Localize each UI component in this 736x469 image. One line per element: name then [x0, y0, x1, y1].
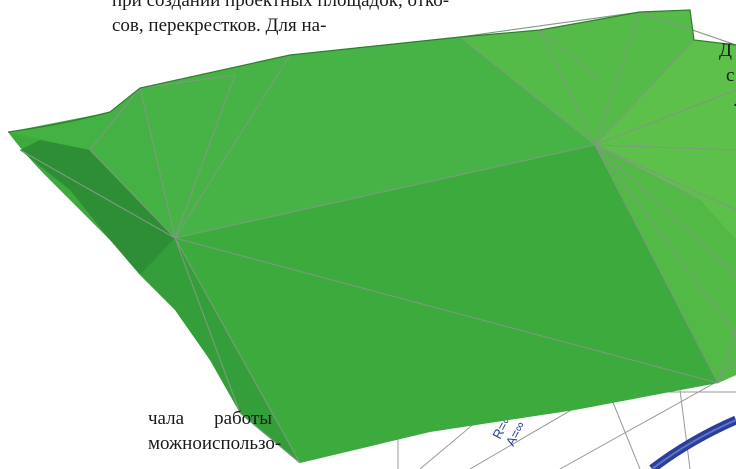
surface-face-right-lower — [595, 145, 736, 383]
word: чала — [148, 408, 185, 429]
body-text-bottom-left: чала работы можно использо- — [148, 406, 281, 456]
tin-edge — [89, 149, 176, 239]
tin-edge — [174, 54, 291, 239]
road-highlight — [651, 419, 736, 469]
surface-face-right-top — [460, 10, 694, 145]
triangulation-edges — [19, 11, 736, 464]
word: использо- — [201, 433, 282, 454]
text-line: . — [733, 88, 736, 113]
word: работы — [214, 408, 272, 429]
text-line: с — [726, 65, 735, 86]
tin-edge — [174, 237, 301, 464]
surface-face-left-dark — [20, 140, 175, 275]
tin-edge — [717, 329, 736, 384]
body-text-top-right: Д с . — [719, 38, 736, 113]
tin-edge — [139, 87, 176, 239]
tin-edge — [459, 36, 596, 146]
drawing-line — [559, 379, 721, 469]
tin-edge — [594, 144, 736, 336]
text-line: можно использо- — [148, 431, 281, 456]
tin-edge — [594, 144, 736, 151]
tin-edge — [594, 144, 736, 276]
tin-edge — [594, 144, 719, 384]
word: можно — [148, 433, 202, 454]
text-line: при создании проектных площадок, отко- — [112, 0, 450, 11]
tin-edge — [459, 11, 641, 38]
tin-edge — [139, 74, 236, 89]
tin-edge — [89, 87, 141, 151]
tin-edge — [639, 11, 736, 46]
tin-edge — [174, 237, 241, 414]
tin-edge — [174, 144, 596, 239]
tin-edge — [594, 144, 701, 201]
tin-edge — [539, 29, 601, 81]
text-line: чала работы — [148, 406, 272, 431]
tin-edge — [239, 412, 301, 464]
drawing-line — [609, 394, 641, 469]
tin-edge — [594, 11, 641, 146]
tin-edge — [594, 89, 736, 146]
surface-outline — [7, 9, 736, 133]
tin-edge — [717, 359, 736, 384]
tin-edge — [19, 149, 176, 239]
surface-face-top — [140, 37, 595, 238]
drawing-line — [679, 389, 691, 469]
tin-edge — [594, 144, 736, 211]
text-line: сов, перекрестков. Для на- — [112, 15, 327, 36]
tin-edge — [174, 74, 236, 239]
surface-face-left-lower — [140, 238, 300, 463]
body-text-top-left: при создании проектных площадок, отко- с… — [112, 0, 449, 38]
tin-edge — [174, 237, 719, 384]
tin-edge — [539, 29, 596, 146]
text-line: Д — [719, 40, 732, 61]
tin-edge — [594, 39, 695, 146]
surface-face-right — [595, 40, 736, 240]
